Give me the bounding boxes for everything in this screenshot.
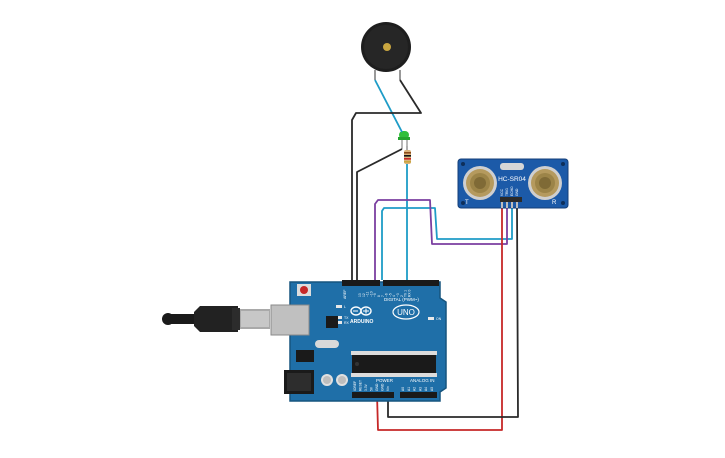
wire-trig: [374, 199, 508, 280]
arduino-model: UNO: [397, 308, 415, 317]
sensor-pins: [500, 197, 522, 208]
digital-pin-label: ~6: [385, 293, 389, 297]
wire-vcc: [376, 206, 503, 431]
arduino-logo-icon: [350, 306, 372, 316]
digital-pin-label: 4: [392, 295, 396, 297]
usb-cable-icon: [162, 306, 270, 332]
digital-pin-label: ~3: [396, 293, 400, 297]
resistor-icon[interactable]: [404, 146, 411, 164]
power-pin-label: 3.3V: [364, 383, 368, 391]
analog-pin-label: A2: [413, 387, 417, 391]
analog-pin-label: A3: [418, 387, 422, 391]
wire-gnd: [387, 205, 519, 418]
transmitter-icon: [463, 166, 497, 200]
digital-pin-label: 2: [400, 295, 404, 297]
digital-pin-label: ~10: [369, 291, 373, 297]
tx-led-label: TX: [344, 316, 349, 320]
sensor-pin-label: VCC: [500, 188, 504, 196]
sensor-echo-label: R: [552, 200, 557, 206]
digital-pin-label: ~9: [373, 293, 377, 297]
uno-badge: UNO: [392, 304, 420, 320]
analog-pin-label: A4: [424, 387, 428, 391]
digital-pin-label: ~5: [388, 293, 392, 297]
usb-port: [270, 304, 310, 336]
digital-pin-label: 13: [358, 293, 362, 297]
crystal: [315, 340, 339, 348]
analog-label: ANALOG IN: [410, 378, 435, 383]
digital-pin-label: ~11: [366, 291, 370, 297]
wire-led-gnd: [356, 148, 403, 280]
led-icon[interactable]: [398, 131, 410, 150]
digital-pin-label: TX 1: [404, 290, 408, 297]
wire-buzzer-gnd: [351, 79, 422, 280]
wire-buzzer-led: [374, 79, 403, 133]
power-pin-label: GND: [381, 383, 385, 391]
aref-label: AREF: [343, 290, 347, 299]
arduino-brand: ARDUINO: [350, 319, 373, 325]
buzzer-icon[interactable]: [361, 22, 411, 80]
analog-pin-label: A1: [407, 387, 411, 391]
usb-chip: [326, 316, 338, 328]
sensor-pin-label: GND: [515, 188, 519, 196]
on-led-label: ON: [436, 317, 442, 321]
voltage-regulator: [296, 350, 314, 362]
digital-pin-label: 12: [362, 293, 366, 297]
digital-header-right: [383, 280, 439, 286]
sensor-model-label: HC-SR04: [498, 176, 526, 183]
digital-label: DIGITAL (PWM~): [384, 297, 419, 302]
power-label: POWER: [376, 378, 394, 383]
wire-echo: [381, 206, 513, 280]
digital-header-left: [342, 280, 380, 286]
reset-button[interactable]: [297, 284, 311, 296]
power-header: [352, 392, 394, 398]
capacitors: [321, 374, 348, 386]
sensor-pin-label: ECHO: [510, 186, 514, 196]
wires: [351, 79, 519, 431]
power-pin-label: 5V: [370, 386, 374, 391]
digital-pin-label: 8: [377, 295, 381, 297]
power-pin-label: RESET: [359, 380, 363, 391]
sensor-trig-label: T: [465, 200, 469, 206]
microcontroller-chip: [351, 351, 437, 377]
analog-pin-label: A5: [430, 387, 434, 391]
sensor-pin-label: TRIG: [505, 188, 509, 196]
power-pin-label: IOREF: [353, 381, 357, 391]
l-led-label: L: [344, 305, 346, 309]
analog-header: [400, 392, 437, 398]
power-pin-label: Vin: [386, 386, 390, 391]
receiver-icon: [528, 166, 562, 200]
analog-pin-label: A0: [401, 387, 405, 391]
digital-pin-label: 7: [381, 295, 385, 297]
rx-led-label: RX: [344, 321, 350, 325]
power-pin-label: GND: [375, 383, 379, 391]
digital-pin-label: RX 0: [407, 290, 411, 297]
